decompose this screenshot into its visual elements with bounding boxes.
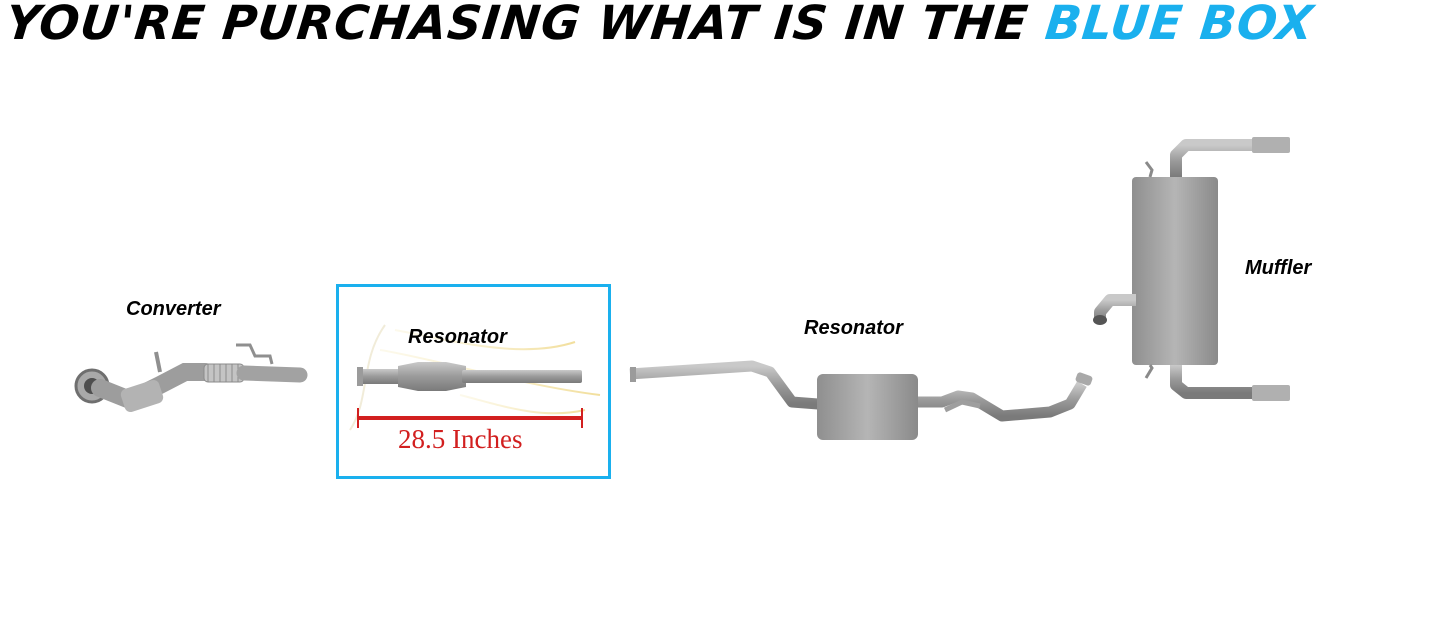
measurement-bar: [357, 408, 583, 428]
resonator-label: Resonator: [804, 317, 903, 339]
muffler-part: [1093, 137, 1290, 401]
converter-label: Converter: [126, 298, 221, 320]
selection-box: [336, 284, 611, 479]
measurement-text: 28.5 Inches: [398, 424, 523, 454]
selected-resonator-part: [349, 324, 601, 431]
converter-part: [74, 343, 308, 413]
resonator-part: [629, 360, 1093, 440]
muffler-label: Muffler: [1245, 257, 1312, 279]
selected-resonator-label: Resonator: [408, 326, 507, 348]
